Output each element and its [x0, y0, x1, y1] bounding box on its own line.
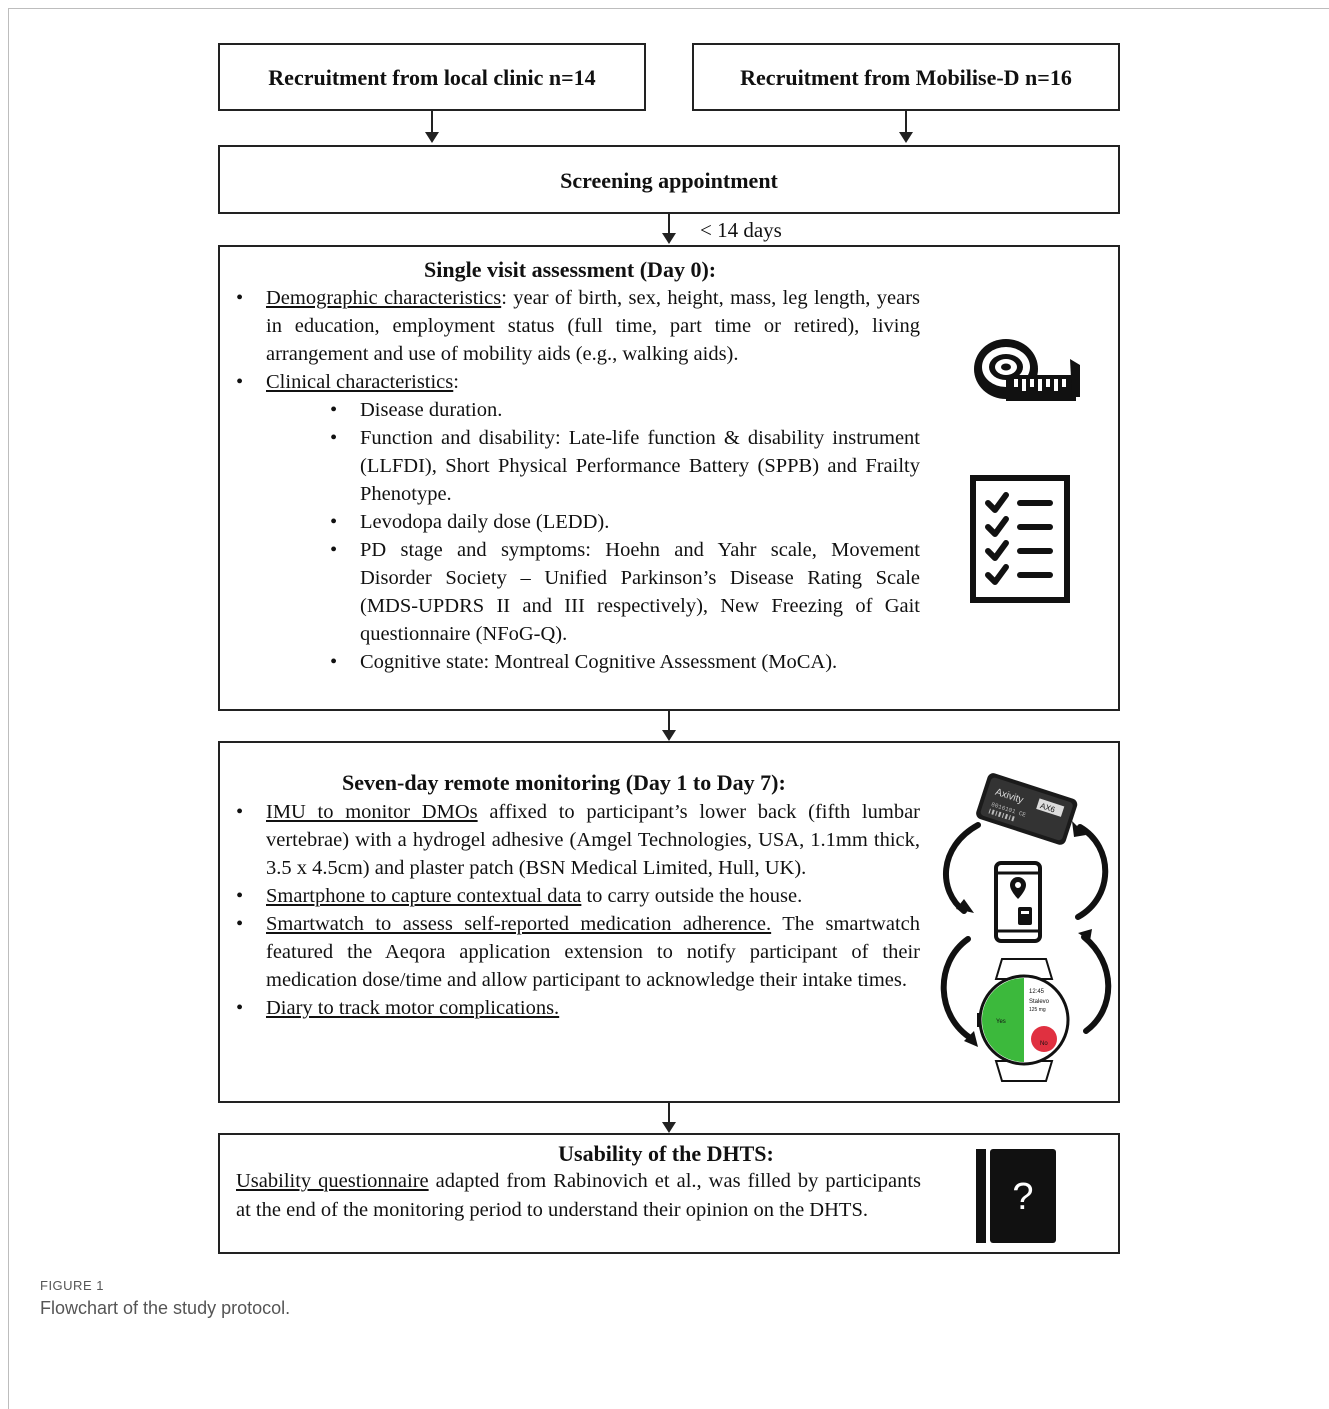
imu-label: IMU to monitor DMOs	[266, 801, 478, 823]
smartphone-text: to carry outside the house.	[581, 885, 803, 907]
clinical-item: Clinical characteristics: Disease durati…	[220, 368, 920, 676]
tape-measure-icon	[974, 339, 1080, 401]
recruitment-local-label: Recruitment from local clinic n=14	[268, 65, 596, 90]
usability-box: Usability of the DHTS: Usability questio…	[218, 1133, 1120, 1254]
remote-title: Seven-day remote monitoring (Day 1 to Da…	[342, 770, 786, 795]
diary-label: Diary to track motor complications.	[266, 997, 560, 1019]
usability-label: Usability questionnaire	[236, 1170, 429, 1192]
clinical-subitem: Disease duration.	[266, 396, 920, 424]
smartwatch-item: Smartwatch to assess self-reported medic…	[220, 910, 920, 994]
figure-frame	[8, 8, 1329, 1409]
imu-text: affixed to participant’s lower back (fif…	[266, 801, 920, 879]
demographic-text: : year of birth, sex, height, mass, leg …	[266, 287, 920, 365]
remote-content: IMU to monitor DMOs affixed to participa…	[220, 798, 920, 1022]
single-visit-title: Single visit assessment (Day 0):	[424, 257, 717, 282]
usability-title: Usability of the DHTS:	[558, 1141, 774, 1166]
clinical-subitem: PD stage and symptoms: Hoehn and Yahr sc…	[266, 536, 920, 648]
demographic-item: Demographic characteristics: year of bir…	[220, 284, 920, 368]
smartwatch-text: The smartwatch featured the Aeqora appli…	[266, 913, 920, 991]
diary-item: Diary to track motor complications.	[220, 994, 920, 1022]
watch-time-label: 12:45	[1029, 989, 1045, 995]
watch-no-label: No	[1040, 1041, 1048, 1047]
clinical-subitem: Cognitive state: Montreal Cognitive Asse…	[266, 648, 920, 676]
arrow-visit-to-remote	[662, 711, 676, 741]
arrow-remote-to-usability	[662, 1103, 676, 1133]
watch-yes-label: Yes	[996, 1019, 1006, 1025]
imu-device-icon: Axivity AX6 8016101 CE	[976, 773, 1078, 845]
book-question-mark: ?	[1012, 1176, 1033, 1218]
arrow-local-to-screening	[425, 111, 439, 143]
watch-dose-label: 125 mg	[1029, 1007, 1046, 1013]
demographic-label: Demographic characteristics	[266, 287, 502, 309]
smartphone-icon	[994, 861, 1042, 943]
smartwatch-label: Smartwatch to assess self-reported medic…	[266, 913, 772, 935]
clinical-suffix: :	[453, 371, 459, 393]
single-visit-box: Single visit assessment (Day 0): Demogra…	[218, 245, 1120, 711]
recruitment-mobilise-label: Recruitment from Mobilise-D n=16	[740, 65, 1072, 90]
arrow-screening-to-visit	[662, 214, 676, 244]
screening-interval-label: < 14 days	[700, 218, 782, 242]
watch-drug-label: Stalevo	[1029, 999, 1050, 1005]
checklist-icon	[970, 475, 1070, 603]
screening-box: Screening appointment	[218, 145, 1120, 214]
questionnaire-book-icon: ?	[976, 1149, 1056, 1243]
clinical-subitem: Levodopa daily dose (LEDD).	[266, 508, 920, 536]
smartwatch-icon: 12:45 Stalevo 125 mg Yes No	[977, 958, 1070, 1082]
clinical-subitem: Function and disability: Late-life funct…	[266, 424, 920, 508]
cycle-arrows-icon	[940, 821, 1112, 1047]
usability-content: Usability questionnaire adapted from Rab…	[236, 1167, 921, 1224]
remote-monitoring-box: Seven-day remote monitoring (Day 1 to Da…	[218, 741, 1120, 1103]
clinical-label: Clinical characteristics	[266, 371, 454, 393]
recruitment-local-box: Recruitment from local clinic n=14	[218, 43, 646, 111]
arrow-mobilise-to-screening	[899, 111, 913, 143]
usability-text: adapted from Rabinovich et al., was fill…	[236, 1170, 921, 1221]
single-visit-content: Demographic characteristics: year of bir…	[220, 284, 920, 676]
smartphone-label: Smartphone to capture contextual data	[266, 885, 582, 907]
smartphone-item: Smartphone to capture contextual data to…	[220, 882, 920, 910]
imu-item: IMU to monitor DMOs affixed to participa…	[220, 798, 920, 882]
screening-title: Screening appointment	[560, 168, 778, 193]
figure-label: FIGURE 1	[40, 1278, 104, 1293]
figure-caption: Flowchart of the study protocol.	[40, 1298, 291, 1318]
recruitment-mobilise-box: Recruitment from Mobilise-D n=16	[692, 43, 1120, 111]
